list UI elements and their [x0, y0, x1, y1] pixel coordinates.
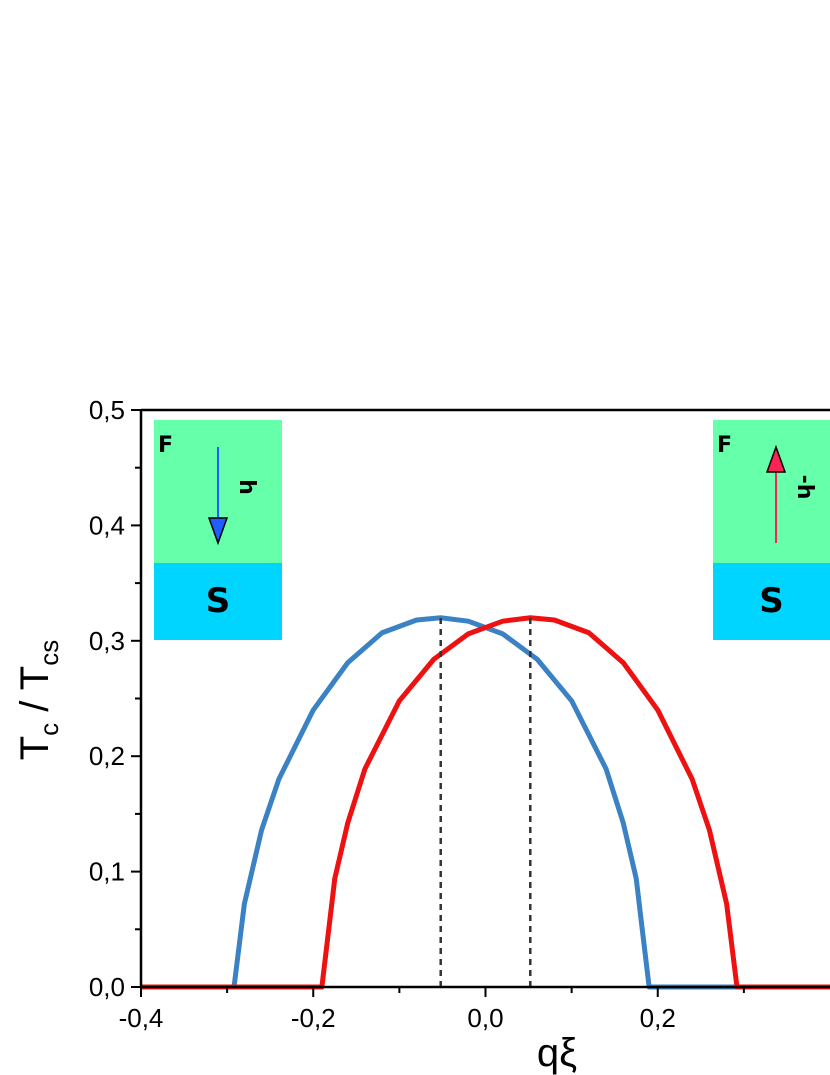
superconductor-layer: [154, 563, 282, 640]
y-tick-label: 0,1: [89, 857, 125, 887]
field-label: -h: [792, 475, 817, 500]
superconductor-label: S: [206, 581, 231, 621]
y-axis-title-sub1: c: [34, 723, 64, 736]
y-tick-label: 0,0: [89, 972, 125, 1002]
x-tick-label: -0,2: [291, 1003, 336, 1033]
series-line-1: [141, 615, 830, 990]
field-arrow-head: [207, 517, 229, 546]
ferromagnet-layer: [713, 420, 830, 563]
insets: F Sh F S -h: [154, 420, 830, 640]
y-tick-label: 0,2: [89, 741, 125, 771]
inset-top-left: F Sh: [154, 420, 282, 640]
y-axis-title-sep: / T: [13, 666, 57, 723]
axes: 0,0 0,1 0,2 0,3 0,4 0,5 -0,4 -0,2 0,0 0,2: [89, 395, 830, 1033]
inset-top-right: F S -h: [713, 420, 830, 640]
y-tick-label: 0,4: [89, 510, 125, 540]
y-axis-title-main: T: [13, 736, 57, 760]
field-arrow-head: [765, 444, 787, 473]
series-line-0: [141, 615, 830, 990]
x-axis-title: qξ: [537, 1031, 577, 1075]
plot-area: [141, 615, 830, 990]
x-tick-label: -0,4: [119, 1003, 164, 1033]
y-axis-title: Tc / Tcs: [13, 640, 64, 761]
y-tick-label: 0,5: [89, 395, 125, 425]
x-tick-label: 0,0: [467, 1003, 503, 1033]
y-axis-title-sub2: cs: [34, 640, 64, 666]
ferromagnet-label: F: [717, 433, 732, 458]
y-tick-label: 0,3: [89, 626, 125, 656]
ferromagnet-label: F: [158, 433, 173, 458]
field-label: h: [234, 479, 259, 495]
superconductor-label: S: [759, 581, 784, 621]
x-tick-label: 0,2: [640, 1003, 676, 1033]
superconductor-layer: [713, 563, 830, 640]
